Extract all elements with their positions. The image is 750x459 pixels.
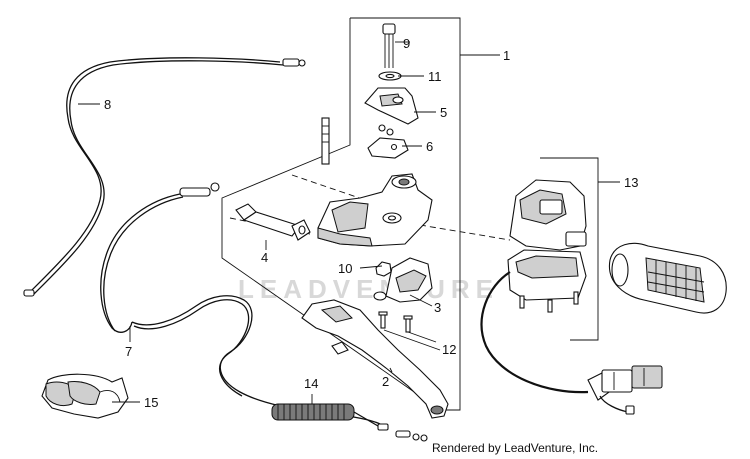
- assembly-bracket-1: [221, 17, 461, 411]
- nut-part-10: [375, 261, 392, 277]
- assembly-bracket-13: [540, 157, 599, 341]
- callout-4: 4: [261, 250, 268, 265]
- callout-3: 3: [434, 300, 441, 315]
- callout-15: 15: [144, 395, 158, 410]
- callout-9: 9: [403, 36, 410, 51]
- plate-part-6: [367, 137, 409, 159]
- washer-part-11: [378, 71, 402, 81]
- switch-housing-part-13: [507, 179, 587, 313]
- screws-part-12: [378, 311, 413, 333]
- lever-bracket-body: [317, 173, 433, 247]
- cable-part-8: [23, 57, 306, 297]
- bolt-part-9: [382, 23, 396, 68]
- switch-wiring: [480, 271, 663, 415]
- callout-11: 11: [428, 69, 442, 84]
- credit-text: Rendered by LeadVenture, Inc.: [432, 441, 598, 455]
- handlebar-grip: [608, 242, 727, 314]
- callout-2: 2: [382, 374, 389, 389]
- callout-10: 10: [338, 261, 352, 276]
- callout-5: 5: [440, 105, 447, 120]
- small-washers: [378, 124, 394, 136]
- boot-part-15: [41, 373, 129, 419]
- pivot-bolt: [331, 341, 349, 355]
- clamp-part-5: [364, 87, 419, 125]
- callout-labels: 1 2 3 4 5 6 7 8 9 10 11 12 13 14 15: [104, 36, 638, 410]
- spring-part-14: [271, 403, 428, 442]
- callout-12: 12: [442, 342, 456, 357]
- callout-8: 8: [104, 97, 111, 112]
- switch-part-3: [373, 257, 433, 303]
- stud-bolt: [321, 117, 330, 165]
- callout-1: 1: [503, 48, 510, 63]
- lever-part-2: [301, 299, 449, 419]
- bolt-part-4: [235, 203, 311, 241]
- callout-7: 7: [125, 344, 132, 359]
- leader-lines: [78, 41, 620, 404]
- callout-13: 13: [624, 175, 638, 190]
- callout-6: 6: [426, 139, 433, 154]
- callout-14: 14: [304, 376, 318, 391]
